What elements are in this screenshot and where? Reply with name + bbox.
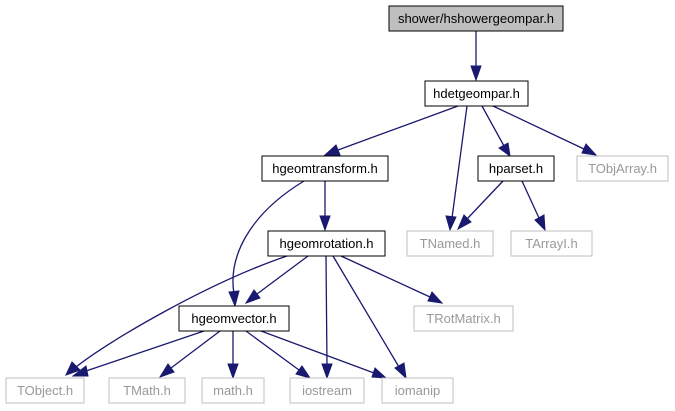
arrowhead-hgeomtransform: [323, 144, 341, 156]
node-tobjarray[interactable]: TObjArray.h: [576, 155, 669, 182]
node-iomanip[interactable]: iomanip: [381, 377, 454, 404]
arrowhead-tarrayi: [534, 214, 546, 232]
edge-hdetgeompar-to-hparset: [481, 105, 505, 147]
arrowhead-hgeomrotation: [319, 215, 331, 232]
node-hgeomvector[interactable]: hgeomvector.h: [178, 305, 290, 332]
node-tnamed-label: TNamed.h: [420, 236, 481, 251]
node-tobject-label: TObject.h: [17, 383, 73, 398]
arrowhead-tnamed-2: [456, 214, 472, 231]
edge-hgeomrotation-to-iostream: [325, 255, 328, 367]
edge-hgeomrotation-to-iomanip: [332, 255, 400, 368]
node-tarrayi[interactable]: TArrayI.h: [510, 230, 593, 257]
node-tnamed[interactable]: TNamed.h: [406, 230, 494, 257]
node-hparset-label: hparset.h: [489, 161, 543, 176]
node-hgeomtransform[interactable]: hgeomtransform.h: [261, 155, 389, 182]
node-tarrayi-label: TArrayI.h: [525, 236, 578, 251]
arrowhead-tmath: [158, 363, 175, 378]
arrowhead-hgeomvector-2: [244, 289, 261, 304]
node-root-label: shower/hshowergeompar.h: [398, 11, 554, 26]
nodes: shower/hshowergeompar.h hdetgeompar.h hg…: [5, 5, 669, 404]
node-hgeomrotation-label: hgeomrotation.h: [280, 236, 374, 251]
edge-hgeomvector-to-iomanip: [260, 330, 375, 374]
node-hparset[interactable]: hparset.h: [477, 155, 555, 182]
node-trotmatrix-label: TRotMatrix.h: [426, 311, 500, 326]
node-root[interactable]: shower/hshowergeompar.h: [388, 5, 564, 32]
edge-hdetgeompar-to-tobjarray: [492, 105, 585, 150]
arrowhead-tobject-2: [71, 365, 89, 377]
edge-hgeomrotation-to-trotmatrix: [340, 255, 431, 298]
node-hgeomtransform-label: hgeomtransform.h: [272, 161, 378, 176]
edge-hparset-to-tarrayi: [521, 180, 540, 219]
node-tmath-label: TMath.h: [123, 383, 171, 398]
edge-hparset-to-tnamed: [466, 180, 504, 220]
edge-hdetgeompar-to-tnamed: [451, 105, 468, 219]
node-trotmatrix[interactable]: TRotMatrix.h: [413, 305, 514, 332]
node-iostream[interactable]: iostream: [289, 377, 365, 404]
arrowhead-tobject-1: [65, 361, 81, 376]
arrowhead-math: [227, 363, 239, 380]
node-hgeomvector-label: hgeomvector.h: [191, 311, 276, 326]
arrowhead-iostream-1: [321, 363, 333, 380]
node-math[interactable]: math.h: [201, 377, 265, 404]
node-tmath[interactable]: TMath.h: [108, 377, 186, 404]
arrowhead-hdetgeompar: [470, 65, 482, 82]
arrowhead-trotmatrix: [427, 291, 444, 304]
edge-hgeomvector-to-tmath: [170, 330, 221, 369]
node-hdetgeompar-label: hdetgeompar.h: [433, 86, 520, 101]
edge-hgeomrotation-to-hgeomvector: [256, 255, 309, 295]
arrowhead-tnamed-1: [445, 215, 457, 232]
arrowhead-iomanip-1: [394, 362, 407, 380]
node-iostream-label: iostream: [302, 383, 352, 398]
edges: [65, 31, 598, 380]
arrowhead-iomanip-2: [371, 367, 388, 379]
node-math-label: math.h: [213, 383, 253, 398]
node-tobjarray-label: TObjArray.h: [588, 161, 657, 176]
arrowhead-iostream-2: [295, 365, 312, 379]
node-iomanip-label: iomanip: [395, 383, 441, 398]
edge-hgeomrotation-to-tobject: [75, 255, 288, 368]
edge-hgeomvector-to-tobject: [85, 330, 205, 372]
node-hgeomrotation[interactable]: hgeomrotation.h: [267, 230, 386, 257]
arrowhead-hgeomvector-1: [228, 290, 240, 308]
edge-hgeomtransform-to-hgeomvector: [232, 180, 305, 295]
arrowhead-tobjarray: [581, 143, 598, 156]
arrowhead-hparset: [498, 142, 511, 158]
edge-hdetgeompar-to-hgeomtransform: [337, 105, 459, 151]
node-tobject[interactable]: TObject.h: [5, 377, 85, 404]
node-hdetgeompar[interactable]: hdetgeompar.h: [424, 80, 529, 107]
edge-hgeomvector-to-iostream: [245, 330, 300, 371]
